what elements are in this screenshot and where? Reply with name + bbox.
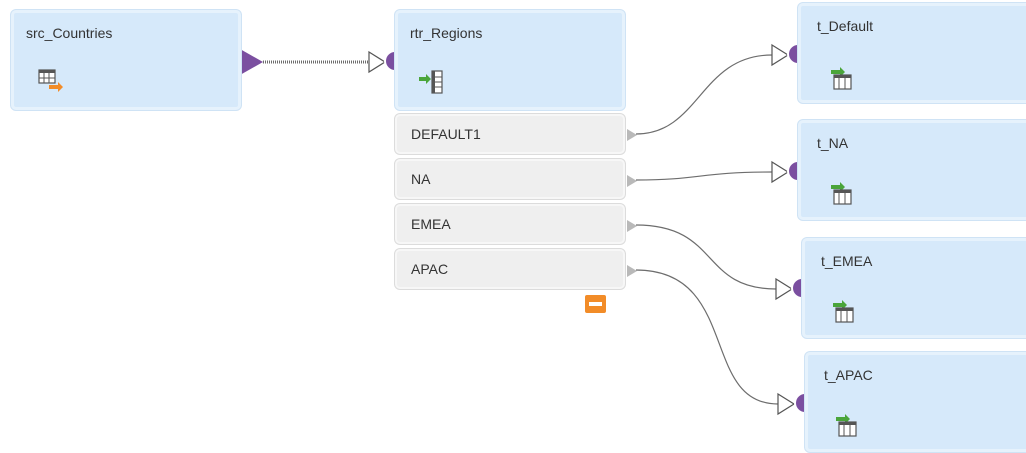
link-default1-to-t-default[interactable]: [635, 54, 773, 135]
router-input-arrow: [368, 50, 387, 74]
target-node-na[interactable]: t_NA: [798, 120, 1026, 220]
group-label: APAC: [411, 261, 449, 277]
router-group-apac[interactable]: APAC: [395, 249, 637, 289]
target-node-default[interactable]: t_Default: [798, 3, 1026, 103]
t-default-input-arrow: [771, 43, 790, 67]
link-na-to-t-na[interactable]: [635, 171, 773, 181]
collapse-icon[interactable]: [585, 295, 606, 313]
router-group-emea[interactable]: EMEA: [395, 204, 637, 244]
target-title: t_APAC: [824, 367, 873, 383]
source-node[interactable]: src_Countries: [11, 10, 241, 110]
group-output-port[interactable]: [627, 265, 637, 277]
group-label: DEFAULT1: [411, 126, 481, 142]
table-target-icon: [829, 181, 855, 207]
router-group-na[interactable]: NA: [395, 159, 637, 199]
t-emea-input-arrow: [775, 277, 794, 301]
router-icon: [418, 69, 444, 95]
target-title: t_EMEA: [821, 253, 873, 269]
group-output-port[interactable]: [627, 175, 637, 187]
router-title: rtr_Regions: [410, 25, 483, 41]
table-target-icon: [831, 299, 857, 325]
src-output-port[interactable]: [240, 49, 263, 75]
table-target-icon: [829, 66, 855, 92]
link-apac-to-t-apac[interactable]: [635, 269, 779, 405]
table-target-icon: [834, 413, 860, 439]
router-node[interactable]: rtr_Regions: [395, 10, 625, 110]
t-apac-input-arrow: [777, 392, 796, 416]
group-label: EMEA: [411, 216, 451, 232]
target-title: t_NA: [817, 135, 849, 151]
target-node-emea[interactable]: t_EMEA: [802, 238, 1026, 338]
table-source-icon: [38, 67, 64, 93]
link-emea-to-t-emea[interactable]: [635, 224, 777, 290]
source-title: src_Countries: [26, 25, 113, 41]
router-group-default1[interactable]: DEFAULT1: [395, 114, 637, 154]
t-na-input-arrow: [771, 160, 790, 184]
group-output-port[interactable]: [627, 129, 637, 141]
group-output-port[interactable]: [627, 220, 637, 232]
target-title: t_Default: [817, 18, 874, 34]
group-label: NA: [411, 171, 431, 187]
target-node-apac[interactable]: t_APAC: [805, 352, 1026, 452]
